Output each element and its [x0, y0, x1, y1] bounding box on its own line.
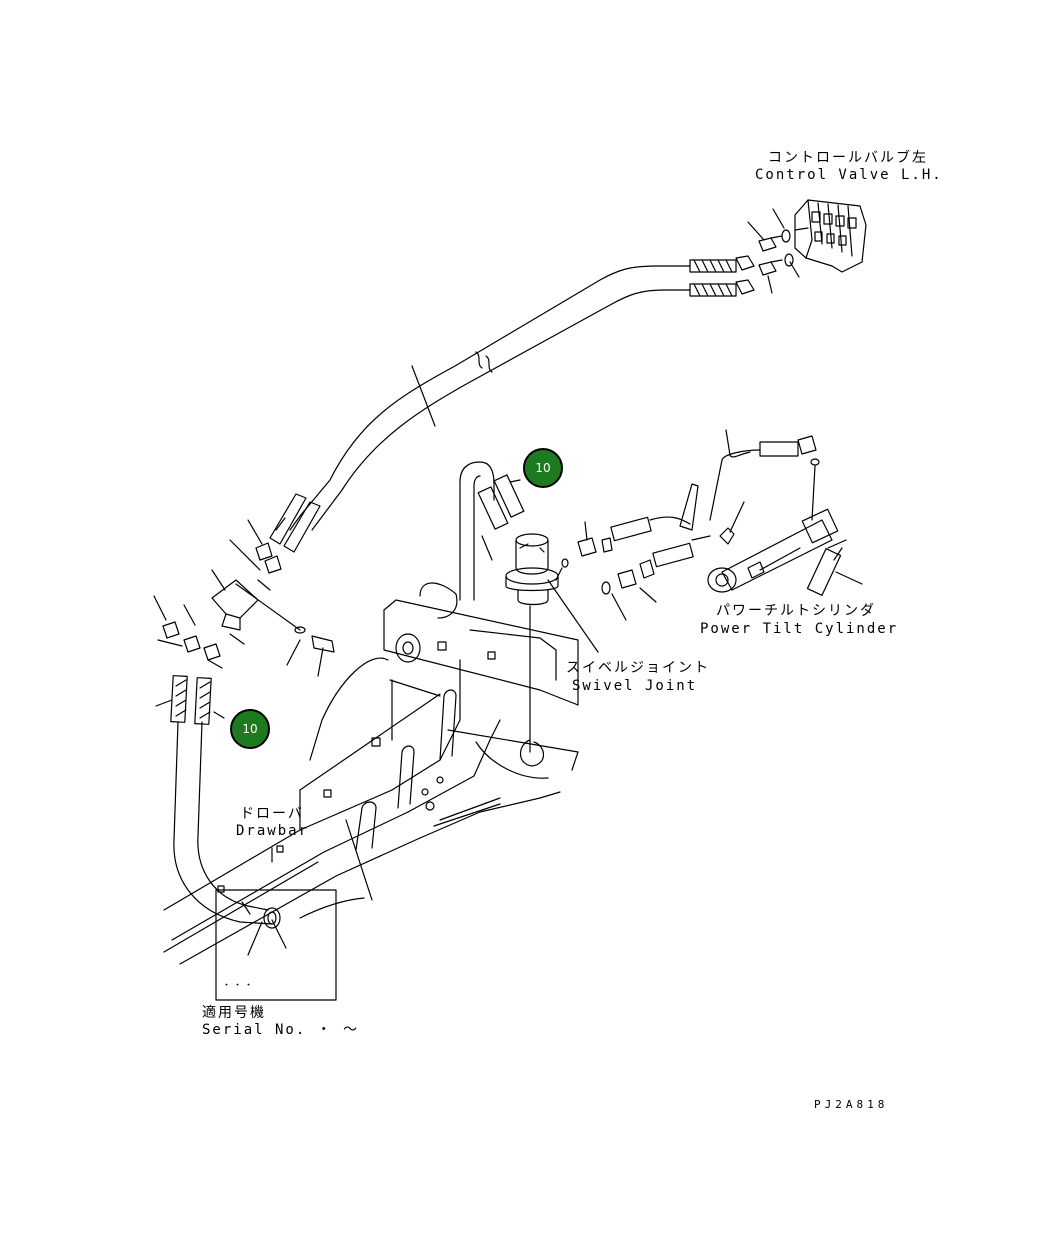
serial-label-en: Serial No. ・ ～	[202, 1022, 360, 1038]
callout-badge[interactable]: 10	[230, 709, 270, 749]
serial-label-jp: 適用号機	[202, 1005, 266, 1021]
serial-inset-box	[215, 889, 337, 1001]
control-valve-label-jp: コントロールバルブ左	[768, 150, 928, 166]
serial-box-dots: ・・・	[222, 981, 256, 991]
tilt-cylinder-piping	[577, 429, 820, 621]
control-valve-label-en: Control Valve L.H.	[755, 167, 943, 183]
swivel-joint-label-en: Swivel Joint	[572, 678, 698, 694]
drawbar-label-jp: ドローバ	[240, 806, 304, 822]
drawing-code: PJ2A818	[814, 1098, 889, 1111]
frame-structure	[163, 582, 579, 965]
upper-hose-pair	[269, 255, 755, 553]
swivel-joint	[459, 461, 599, 767]
control-valve-fittings	[747, 208, 800, 294]
drawbar-label-en: Drawbar	[236, 823, 310, 839]
power-tilt-cylinder-label-jp: パワーチルトシリンダ	[716, 603, 876, 619]
control-valve-block	[794, 199, 867, 273]
left-junction-block	[153, 519, 335, 677]
callout-badge[interactable]: 10	[523, 448, 563, 488]
power-tilt-cylinder-label-en: Power Tilt Cylinder	[700, 621, 899, 637]
power-tilt-cylinder	[707, 508, 863, 596]
swivel-joint-label-jp: スイベルジョイント	[566, 660, 710, 676]
